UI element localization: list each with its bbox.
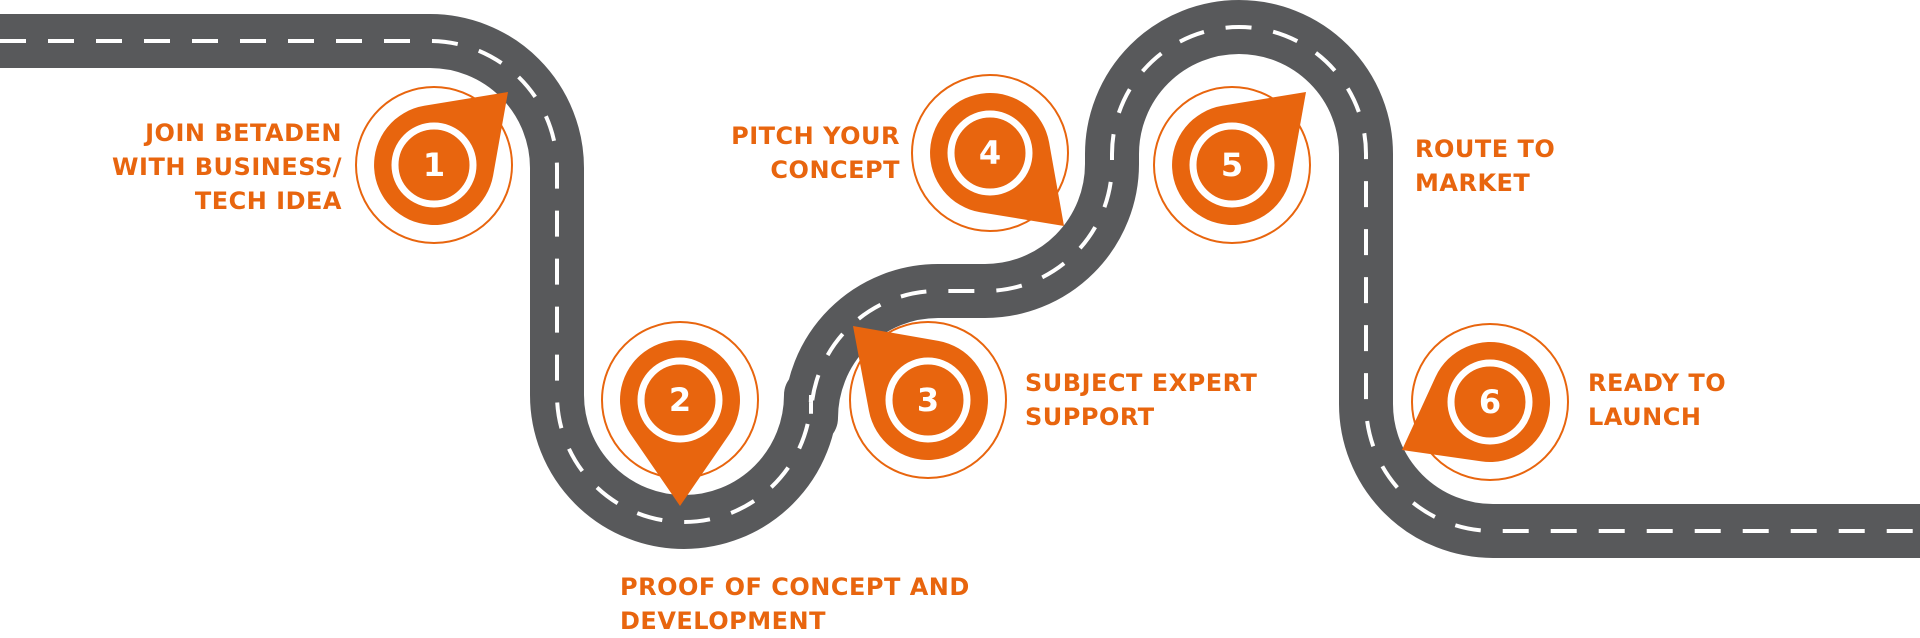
marker-3-outer-ring <box>849 321 1007 479</box>
marker-5: 5 <box>1153 86 1311 244</box>
marker-1-white-ring <box>391 122 477 208</box>
step-5-label-line-2: MARKET <box>1415 169 1531 197</box>
step-2-label: PROOF OF CONCEPT AND DEVELOPMENT <box>620 570 970 638</box>
marker-3-number: 3 <box>917 381 939 419</box>
marker-3-white-ring <box>885 357 971 443</box>
marker-5-white-ring <box>1189 122 1275 208</box>
marker-3: 3 <box>849 321 1007 479</box>
step-3-label: SUBJECT EXPERT SUPPORT <box>1025 366 1257 434</box>
marker-4: 4 <box>911 74 1069 232</box>
step-2-label-line-2: DEVELOPMENT <box>620 607 826 635</box>
step-4-label-line-2: CONCEPT <box>770 156 900 184</box>
marker-2: 2 <box>601 321 759 506</box>
marker-6: 6 <box>1402 323 1569 481</box>
road <box>0 0 1920 558</box>
marker-4-outer-ring <box>911 74 1069 232</box>
step-4-label: PITCH YOUR CONCEPT <box>731 119 900 187</box>
step-6-label-line-2: LAUNCH <box>1588 403 1702 431</box>
step-2-label-line-1: PROOF OF CONCEPT AND <box>620 573 970 601</box>
step-6-label-line-1: READY TO <box>1588 369 1727 397</box>
marker-6-white-ring <box>1447 359 1533 445</box>
marker-6-outer-ring <box>1411 323 1569 481</box>
step-1-label-line-2: WITH BUSINESS/ <box>112 153 342 181</box>
marker-5-number: 5 <box>1221 146 1243 184</box>
marker-2-number: 2 <box>669 381 691 419</box>
step-1-label: JOIN BETADEN WITH BUSINESS/ TECH IDEA <box>112 116 342 218</box>
step-1-label-line-3: TECH IDEA <box>194 187 342 215</box>
step-3-label-line-1: SUBJECT EXPERT <box>1025 369 1258 397</box>
marker-4-white-ring <box>947 110 1033 196</box>
marker-4-number: 4 <box>979 134 1001 172</box>
marker-1-number: 1 <box>423 146 445 184</box>
step-4-label-line-1: PITCH YOUR <box>731 122 900 150</box>
step-3-label-line-2: SUPPORT <box>1025 403 1155 431</box>
marker-5-outer-ring <box>1153 86 1311 244</box>
marker-2-white-ring <box>637 357 723 443</box>
marker-6-number: 6 <box>1479 383 1501 421</box>
marker-2-pin <box>620 340 741 506</box>
marker-1: 1 <box>355 86 513 244</box>
step-6-label: READY TO LAUNCH <box>1588 366 1726 434</box>
road-center-dashes <box>0 25 1920 533</box>
step-1-label-line-1: JOIN BETADEN <box>145 119 342 147</box>
step-5-label: ROUTE TO MARKET <box>1415 132 1555 200</box>
marker-1-outer-ring <box>355 86 513 244</box>
step-5-label-line-1: ROUTE TO <box>1415 135 1556 163</box>
